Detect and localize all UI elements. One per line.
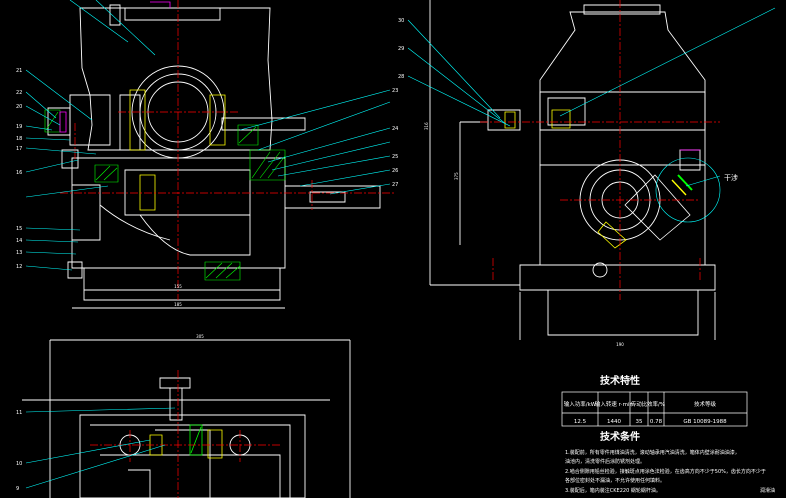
left-view-hatching [44, 109, 286, 281]
left-leader-lines [25, 0, 391, 271]
spec-value-power: 12.5 [574, 419, 587, 425]
spec-value-ratio: 35 [636, 419, 643, 425]
spec-table: 技术特性 输入功率/kW 输入转速 r·min 传动比 效率/% 技术等级 12… [561, 374, 748, 427]
dim-left-1: 155 [174, 284, 182, 289]
note-line-3: 2.啮合侧隙用铅丝检验，接触斑点用涂色法检验，在齿高方向不少于50%，齿长方向不… [565, 468, 766, 475]
balloon-left-r2: 24 [392, 126, 398, 132]
balloon-left-11: 12 [16, 264, 22, 270]
balloon-right-1: 30 [398, 18, 404, 24]
bottom-balloons: 11 10 9 [16, 410, 22, 492]
balloon-left-9: 14 [16, 238, 22, 244]
balloon-left-10: 13 [16, 250, 22, 256]
note-tail: 润滑油 [760, 487, 775, 494]
interference-detail-circle [655, 157, 721, 223]
balloon-left-1: 21 [16, 68, 22, 74]
balloon-bottom-2: 10 [16, 461, 22, 467]
left-center-lines [60, 0, 395, 300]
dimension-labels: 155 185 316 375 190 305 [174, 122, 624, 347]
balloon-left-7: 16 [16, 170, 22, 176]
balloon-left-2: 22 [16, 90, 22, 96]
balloon-left-5: 18 [16, 136, 22, 142]
balloon-left-6: 17 [16, 146, 22, 152]
left-lower-housing [71, 157, 286, 269]
balloon-left-3: 20 [16, 104, 22, 110]
dim-right-3: 190 [616, 342, 624, 347]
notes-title: 技术条件 [600, 430, 640, 443]
note-line-5: 3.装配后，箱内装注CKE220 蜗轮蜗杆油。 [565, 487, 661, 494]
balloon-right-2: 29 [398, 46, 404, 52]
spec-value-efficiency: 0.78 [650, 419, 663, 425]
balloon-right-3: 28 [398, 74, 404, 80]
note-line-1: 1.装配前，所有零件用煤油清洗，滚动轴承用汽油清洗，箱体内壁涂耐油油漆， [565, 449, 740, 456]
right-balloons: 30 29 28 干涉 [398, 18, 738, 182]
balloon-left-r1: 23 [392, 88, 398, 94]
balloon-left-r3: 25 [392, 154, 398, 160]
spec-value-grade: GB 10089-1988 [683, 419, 727, 425]
spec-header-efficiency: 效率/% [647, 400, 665, 408]
balloon-bottom-1: 11 [16, 410, 22, 416]
spec-header-grade: 技术等级 [694, 400, 717, 408]
dim-right-1: 316 [424, 122, 429, 130]
spec-value-speed: 1440 [607, 419, 621, 425]
interference-label: 干涉 [724, 173, 738, 182]
balloon-left-r5: 27 [392, 182, 398, 188]
balloon-left-8: 15 [16, 226, 22, 232]
right-leader-lines [407, 7, 776, 187]
bottom-leader-lines [25, 407, 176, 489]
spec-title: 技术特性 [600, 374, 640, 387]
note-line-2: 油池内，清洗零件后涂防锈剂处理。 [565, 458, 645, 465]
dim-right-2: 375 [454, 172, 459, 180]
balloon-left-r4: 26 [392, 168, 398, 174]
note-line-4: 各部位密封处不漏油，不允许使用任何填料。 [565, 477, 665, 484]
spec-header-speed: 输入转速 r·min [595, 400, 634, 408]
balloon-bottom-3: 9 [16, 486, 19, 492]
left-balloons: 21 22 20 19 18 17 16 15 14 13 12 23 24 2… [16, 68, 398, 270]
technical-notes: 技术条件 1.装配前，所有零件用煤油清洗，滚动轴承用汽油清洗，箱体内壁涂耐油油漆… [565, 430, 775, 494]
right-center-lines [480, 0, 720, 300]
dim-bottom-1: 305 [196, 334, 204, 339]
balloon-left-4: 19 [16, 124, 22, 130]
spec-header-power: 输入功率/kW [564, 400, 597, 408]
dim-left-2: 185 [174, 302, 182, 307]
spec-header-ratio: 传动比 [631, 400, 648, 408]
bottom-housing [79, 414, 306, 498]
